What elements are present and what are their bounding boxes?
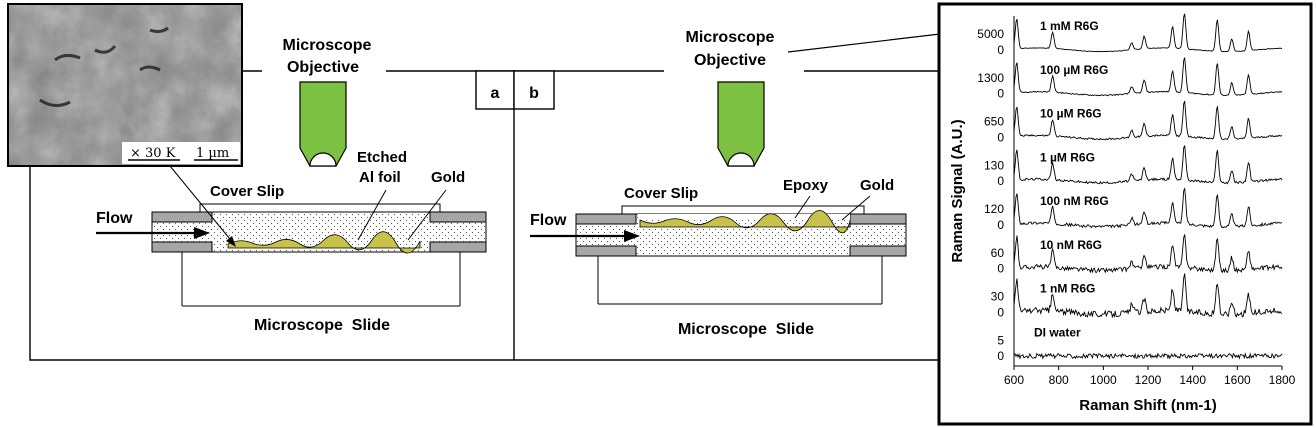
y-axis-label: Raman Signal (A.U.) xyxy=(949,119,966,262)
right-objective-label-line1: Microscope xyxy=(686,29,775,46)
spectrum-line-8 xyxy=(1013,352,1283,360)
spectrum-line-2 xyxy=(1013,57,1283,97)
right-gold-label: Gold xyxy=(860,177,894,194)
y-tick-zero-4: 0 xyxy=(997,174,1004,188)
y-tick-zero-3: 0 xyxy=(997,130,1004,144)
x-tick-label: 1000 xyxy=(1090,373,1117,387)
left-gold-layer xyxy=(227,231,421,254)
left-objective-lens xyxy=(299,81,347,167)
spectrum-line-3 xyxy=(1013,100,1283,141)
y-tick-zero-6: 0 xyxy=(997,262,1004,276)
x-tick-label: 1200 xyxy=(1135,373,1162,387)
y-tick-top-6: 60 xyxy=(991,246,1005,260)
right-epoxy-label: Epoxy xyxy=(783,177,829,194)
right-epoxy-pointer xyxy=(794,195,811,219)
x-tick-label: 1600 xyxy=(1224,373,1251,387)
right-flow-cell xyxy=(575,205,907,305)
right-objective-lens xyxy=(717,81,765,167)
spectrum-line-6 xyxy=(1013,234,1283,274)
series-label-3: 10 µM R6G xyxy=(1040,107,1102,121)
x-axis-label: Raman Shift (nm-1) xyxy=(1079,397,1217,414)
spectrum-line-1 xyxy=(1013,13,1282,53)
left-gold-label: Gold xyxy=(431,169,465,186)
series-label-1: 1 mM R6G xyxy=(1040,19,1099,33)
x-tick-label: 1400 xyxy=(1179,373,1206,387)
right-gold-pointer xyxy=(841,195,871,221)
left-objective-label-line2: Objective xyxy=(287,59,359,76)
y-tick-zero-2: 0 xyxy=(997,87,1004,101)
y-tick-zero-5: 0 xyxy=(997,218,1004,232)
spectrum-line-7 xyxy=(1013,273,1283,319)
right-flow-arrow xyxy=(530,230,640,242)
sem-inset xyxy=(7,3,243,167)
right-gold-layer xyxy=(639,210,851,234)
series-label-7: 1 nM R6G xyxy=(1040,282,1095,296)
x-tick-label: 1800 xyxy=(1269,373,1296,387)
series-label-2: 100 µM R6G xyxy=(1040,63,1108,77)
series-label-6: 10 nM R6G xyxy=(1040,238,1102,252)
spectrum-line-4 xyxy=(1013,145,1283,185)
sem-scale-bar: 1 µm xyxy=(196,146,229,161)
left-etched-label-line2: Al foil xyxy=(359,169,401,186)
left-objective-label-line1: Microscope xyxy=(283,37,372,54)
panel-letter-b: b xyxy=(529,85,539,102)
right-objective-label-line2: Objective xyxy=(694,52,766,69)
right-slide-label: Microscope Slide xyxy=(678,321,814,338)
x-tick-label: 800 xyxy=(1049,373,1069,387)
left-flow-arrow xyxy=(96,227,210,239)
left-gold-pointer xyxy=(407,189,447,241)
y-tick-top-7: 30 xyxy=(991,290,1005,304)
objective-to-chart-connector xyxy=(787,33,941,53)
y-tick-zero-7: 0 xyxy=(997,305,1004,319)
series-label-5: 100 nM R6G xyxy=(1040,194,1109,208)
y-tick-top-5: 120 xyxy=(984,202,1004,216)
y-tick-top-1: 5000 xyxy=(977,27,1004,41)
left-cover-slip-label: Cover Slip xyxy=(210,183,284,200)
left-etched-label-line1: Etched xyxy=(357,149,407,166)
y-tick-top-2: 1300 xyxy=(977,71,1004,85)
y-tick-top-4: 130 xyxy=(984,158,1004,172)
x-tick-label: 600 xyxy=(1004,373,1024,387)
right-flow-label: Flow xyxy=(530,212,567,229)
series-label-4: 1 µM R6G xyxy=(1040,150,1095,164)
panel-letter-a: a xyxy=(491,85,500,102)
y-tick-zero-8: 0 xyxy=(997,349,1004,363)
right-cover-slip-label: Cover Slip xyxy=(624,185,698,202)
left-slide-label: Microscope Slide xyxy=(254,317,390,334)
sem-pointer xyxy=(169,165,235,245)
y-tick-top-8: 5 xyxy=(997,333,1004,347)
left-flow-label: Flow xyxy=(96,210,133,227)
series-label-8: DI water xyxy=(1034,325,1081,339)
y-tick-top-3: 650 xyxy=(984,115,1004,129)
spectrum-line-5 xyxy=(1013,187,1283,229)
y-tick-zero-1: 0 xyxy=(997,43,1004,57)
sem-magnification: × 30 K xyxy=(130,146,176,161)
left-flow-cell xyxy=(151,203,487,307)
raman-chart-frame xyxy=(937,2,1313,426)
left-etched-pointer xyxy=(357,189,387,241)
